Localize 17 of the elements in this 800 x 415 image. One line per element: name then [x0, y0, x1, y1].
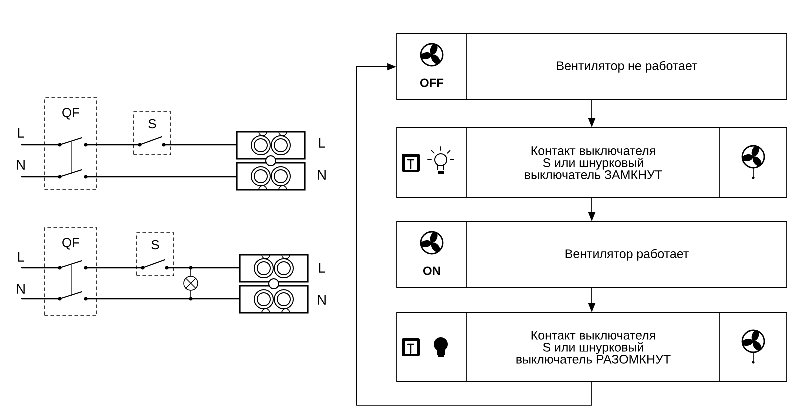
wire-label: N: [17, 284, 25, 294]
wire-label: N: [17, 160, 25, 170]
dashed-box: QF: [44, 98, 98, 190]
wire-label: L: [319, 263, 326, 273]
wire-label: L: [18, 252, 24, 262]
arrow: [356, 63, 592, 406]
wire-label: L: [319, 138, 326, 148]
dashed-box: S: [134, 112, 172, 156]
dashed-box: S: [136, 232, 174, 276]
state-box: Контакт выключателя S или шнурковый выключатель ЗАМКНУТ: [396, 128, 788, 198]
wire-label: N: [318, 295, 326, 305]
wire-label: L: [18, 128, 24, 138]
state-box: OFF Вентилятор не работает: [396, 34, 788, 100]
dashed-box: QF: [44, 228, 98, 316]
state-box: Контакт выключателя S или шнурковый выключатель РАЗОМКНУТ: [396, 312, 788, 382]
state-box: ON Вентилятор работает: [396, 222, 788, 288]
wire-label: N: [318, 170, 326, 180]
